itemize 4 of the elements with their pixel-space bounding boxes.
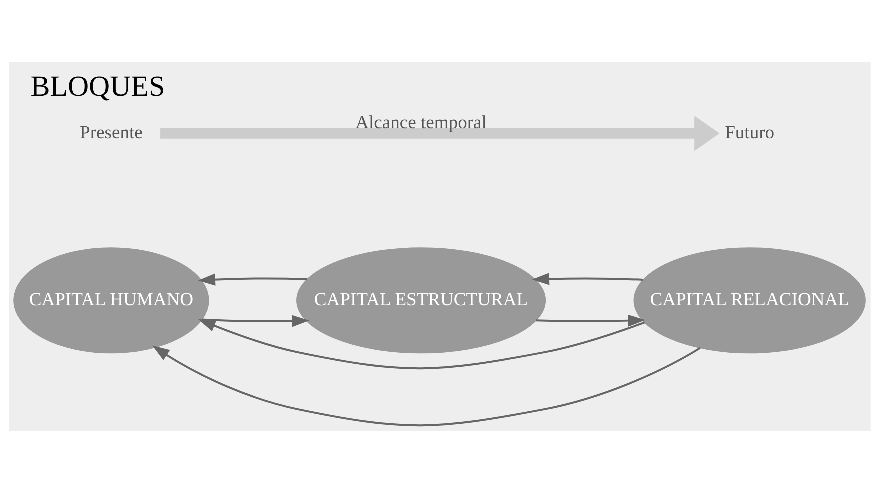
diagram-title: BLOQUES (30, 70, 166, 103)
edge-label: Alcance temporal (356, 112, 487, 134)
node-text: Presente (80, 122, 143, 144)
node-text: Futuro (725, 122, 775, 144)
